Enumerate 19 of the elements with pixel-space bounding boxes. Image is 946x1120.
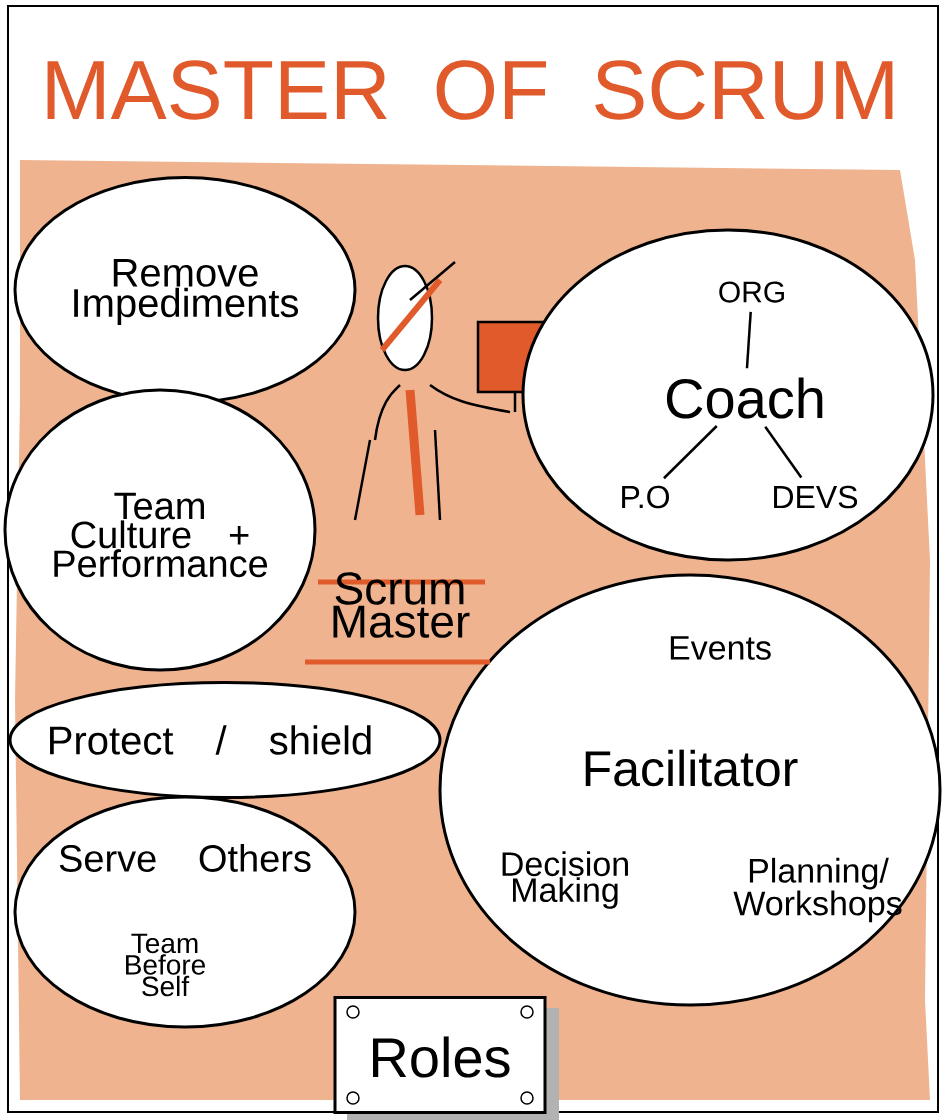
speech-bubble: Protect / shield (8, 681, 442, 799)
bubble-text: Decision Making (502, 851, 628, 909)
bubble-text: Serve Others (59, 844, 311, 872)
bubble-text: Facilitator (585, 749, 798, 787)
text-label: ORG (719, 281, 784, 303)
connector-line (764, 425, 803, 479)
speech-bubble: Remove Impediments (13, 176, 357, 404)
connector-line (663, 425, 718, 480)
sign-board: Roles (333, 996, 559, 1120)
connector-line (745, 311, 752, 369)
text-label: DEVS (774, 485, 858, 509)
title: MASTER OF SCRUM (47, 60, 893, 120)
speech-bubble (521, 228, 935, 562)
bubble-text: Events (670, 636, 771, 660)
speech-bubble: Team Culture + Performance (3, 388, 317, 672)
bubble-text: Planning/ Workshops (733, 857, 902, 923)
text-label: Coach (666, 377, 823, 419)
text-label: P.O (622, 485, 669, 509)
bubble-text: Team Before Self (126, 933, 205, 997)
